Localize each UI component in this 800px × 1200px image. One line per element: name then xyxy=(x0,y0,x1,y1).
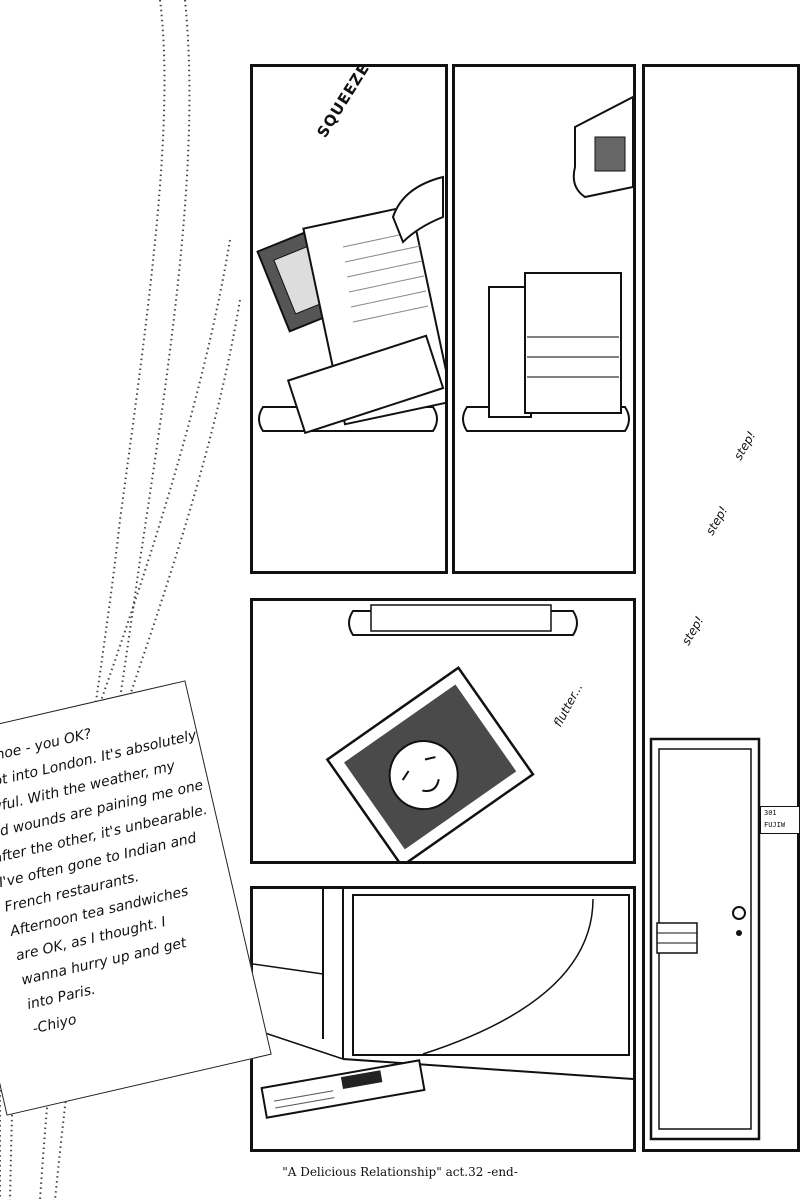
panel-mail-stack xyxy=(452,64,636,574)
door-nameplate: 301 FUJIW xyxy=(760,806,800,834)
letter-from-chiyo: Momoe - you OK? I got into London. It's … xyxy=(0,680,272,1116)
door-plate-number: 301 xyxy=(764,809,777,817)
panel-mail-squeeze: SQUEEZE! xyxy=(250,64,448,574)
mail-squeeze-art xyxy=(256,175,445,435)
panel-postcard-flutter: flutter... xyxy=(250,598,636,864)
door-plate-name: FUJIW xyxy=(764,821,786,829)
postcard-floor-art xyxy=(253,889,633,1119)
postcard-flutter-art xyxy=(325,604,578,861)
hallway-door-art xyxy=(649,737,761,1141)
panel-postcard-floor xyxy=(250,886,636,1152)
panel-hallway-door: step! step! step! xyxy=(642,64,800,1152)
chapter-end-caption: "A Delicious Relationship" act.32 -end- xyxy=(282,1165,518,1179)
mail-stack-art xyxy=(462,95,633,432)
